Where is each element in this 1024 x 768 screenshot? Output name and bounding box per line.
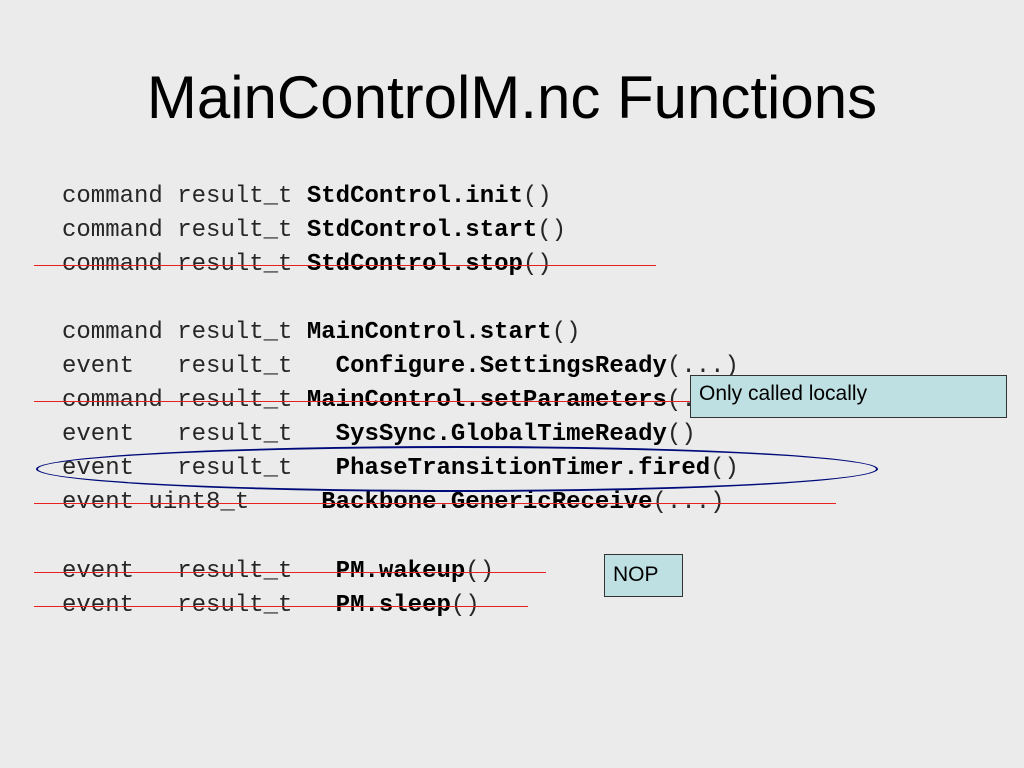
code-line-maincontrol-start: command result_t MainControl.start() — [62, 319, 581, 346]
highlight-oval — [36, 446, 878, 492]
code-line-stdcontrol-start: command result_t StdControl.start() — [62, 217, 567, 244]
strike-stdcontrol-stop — [34, 265, 656, 266]
code-line-stdcontrol-init: command result_t StdControl.init() — [62, 183, 552, 210]
slide-title: MainControlM.nc Functions — [146, 64, 878, 131]
strike-pm-sleep — [34, 606, 528, 607]
callout-nop: NOP — [604, 554, 683, 597]
callout-only-called-locally: Only called locally — [690, 375, 1007, 418]
strike-backbone-genericreceive — [34, 503, 836, 504]
strike-maincontrol-setparameters — [34, 401, 694, 402]
code-line-stdcontrol-stop: command result_t StdControl.stop() — [62, 251, 552, 278]
code-line-backbone-genericreceive: event uint8_t Backbone.GenericReceive(..… — [62, 489, 725, 516]
code-line-configure-settingsready: event result_t Configure.SettingsReady(.… — [62, 353, 739, 380]
code-line-pm-wakeup: event result_t PM.wakeup() — [62, 558, 495, 585]
code-line-syssync-globaltimeready: event result_t SysSync.GlobalTimeReady() — [62, 421, 696, 448]
code-line-pm-sleep: event result_t PM.sleep() — [62, 592, 480, 619]
strike-pm-wakeup — [34, 572, 546, 573]
